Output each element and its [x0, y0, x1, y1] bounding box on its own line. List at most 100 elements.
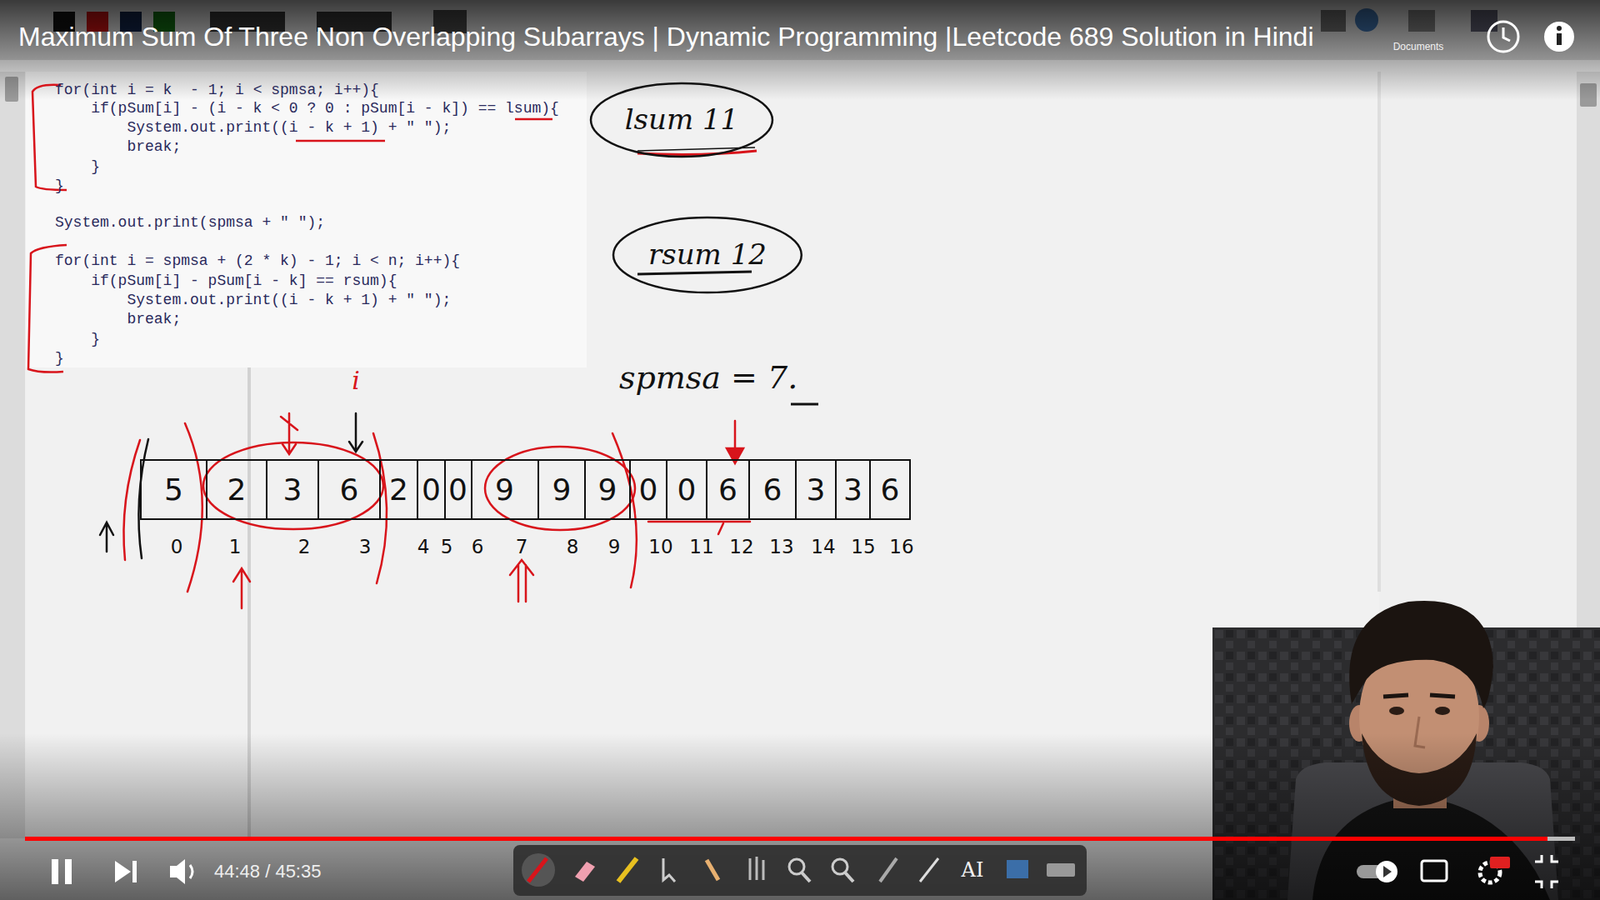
- pointer-arrow: [100, 522, 114, 552]
- array-index: 11: [689, 535, 714, 558]
- sum-underline: [637, 150, 757, 155]
- node-text: 3: [806, 473, 826, 507]
- array-index: 4: [417, 535, 430, 558]
- code-line: System.out.print((i - k + 1) + " ");: [126, 290, 451, 310]
- array-index: 1: [229, 535, 242, 558]
- sum-underline: [790, 403, 819, 406]
- handwritten-note: spmsa = 7.: [619, 359, 798, 396]
- array-cell: 3: [796, 459, 837, 520]
- app-toolbar: [0, 0, 1600, 100]
- code-line-holder: }: [90, 157, 100, 177]
- array-index: 8: [566, 535, 580, 558]
- array-cell: 0: [630, 459, 668, 520]
- node-text: 0: [448, 473, 468, 507]
- node-text: 2: [227, 473, 247, 507]
- pointer-arrow: [233, 568, 250, 609]
- drawing-tools: [706, 860, 719, 880]
- node-text: 6: [718, 473, 738, 507]
- node-text: 0: [639, 473, 659, 507]
- code-line-holder: }: [55, 349, 65, 369]
- array-index: 6: [471, 535, 485, 558]
- node-text: 3: [843, 473, 863, 507]
- pointer-arrow: [726, 448, 744, 464]
- array-index: 12: [729, 535, 754, 558]
- array-annotation: [123, 440, 140, 560]
- ellipse-outline: [590, 83, 773, 157]
- array-index-holder: 3: [359, 535, 372, 558]
- array-index: 10: [648, 535, 673, 558]
- drawing-tools: [801, 872, 810, 882]
- node-text: 5: [164, 473, 184, 507]
- array-index: 0: [170, 535, 184, 558]
- code-underline: [295, 140, 385, 143]
- code-line-holder: System.out.print(spmsa + " ");: [55, 213, 325, 233]
- drawing-tools: [789, 859, 805, 875]
- array-cell: 2: [207, 459, 268, 520]
- node-text: 0: [677, 473, 697, 507]
- node-text: 3: [283, 473, 303, 507]
- sum-underline: [637, 271, 752, 275]
- drawing-tools: [1046, 863, 1075, 877]
- player-controls: [1383, 865, 1392, 878]
- node-text: 6: [340, 473, 360, 507]
- code-line: break;: [126, 137, 181, 157]
- code-line-holder: }: [90, 330, 100, 350]
- drawing-tools: [663, 858, 675, 882]
- code-line-holder: if(pSum[i] - (i - k < 0 ? 0 : pSum[i - k…: [90, 99, 560, 119]
- code-line-holder: for(int i = spmsa + (2 * k) - 1; i < n; …: [55, 251, 460, 271]
- drawing-tools: [832, 859, 848, 875]
- array-index-holder: 12: [729, 535, 754, 558]
- array-index-holder: 13: [769, 535, 794, 558]
- code-line-holder: break;: [126, 310, 181, 330]
- video-title: Maximum Sum Of Three Non Overlapping Sub…: [18, 20, 1315, 54]
- drawing-tools: [513, 845, 1087, 896]
- array-index-holder: 8: [566, 535, 580, 558]
- player-controls: [1547, 836, 1575, 841]
- drawing-tools: [513, 845, 1087, 896]
- drawing-tools: [1006, 860, 1029, 879]
- array-index: 2: [298, 535, 311, 558]
- app-toolbar: [1503, 27, 1510, 41]
- array-index-holder: 6: [471, 535, 485, 558]
- whiteboard-background: [1377, 71, 1381, 592]
- array-annotation: [373, 433, 387, 584]
- code-line: }: [90, 330, 100, 350]
- array-cell: 6: [870, 459, 911, 520]
- node-text: 0: [421, 473, 441, 507]
- array-index: 5: [440, 535, 454, 558]
- whiteboard-background: [25, 71, 587, 368]
- node-text: lsum 11: [625, 104, 740, 135]
- array-annotation: [138, 439, 149, 559]
- code-line-holder: if(pSum[i] - pSum[i - k] == rsum){: [90, 271, 397, 291]
- sum-ellipse: rsum 12: [611, 215, 804, 295]
- array-index-holder: 16: [889, 535, 914, 558]
- webcam-feed: [1389, 706, 1405, 715]
- array-index: 7: [515, 535, 529, 558]
- code-line: System.out.print((i - k + 1) + " ");: [126, 118, 451, 138]
- whiteboard-background: [0, 71, 25, 839]
- code-line-holder: for(int i = k - 1; i < spmsa; i++){: [55, 80, 380, 100]
- array-index-holder: 7: [515, 535, 529, 558]
- array-cell: 6: [319, 459, 381, 520]
- array-annotation: [123, 423, 750, 592]
- player-controls: [1535, 855, 1559, 889]
- code-line-holder: System.out.print((i - k + 1) + " ");: [126, 118, 451, 138]
- ellipse-outline: [613, 217, 802, 293]
- player-controls: [190, 865, 193, 879]
- drawing-tools: [920, 858, 939, 882]
- code-line: System.out.print(spmsa + " ");: [55, 213, 325, 233]
- player-controls: [0, 733, 1600, 900]
- code-line-holder: System.out.print((i - k + 1) + " ");: [126, 290, 451, 310]
- drawing-tools: [575, 861, 595, 882]
- webcam-feed: [1383, 695, 1455, 697]
- pointer-label: i: [351, 366, 360, 395]
- player-controls: [1421, 860, 1447, 881]
- array-cell: 6: [707, 459, 750, 520]
- pointer-arrow: [100, 413, 744, 609]
- array-index: 13: [769, 535, 794, 558]
- code-line: break;: [126, 310, 181, 330]
- video-time-holder: 44:48 / 45:35: [214, 860, 321, 883]
